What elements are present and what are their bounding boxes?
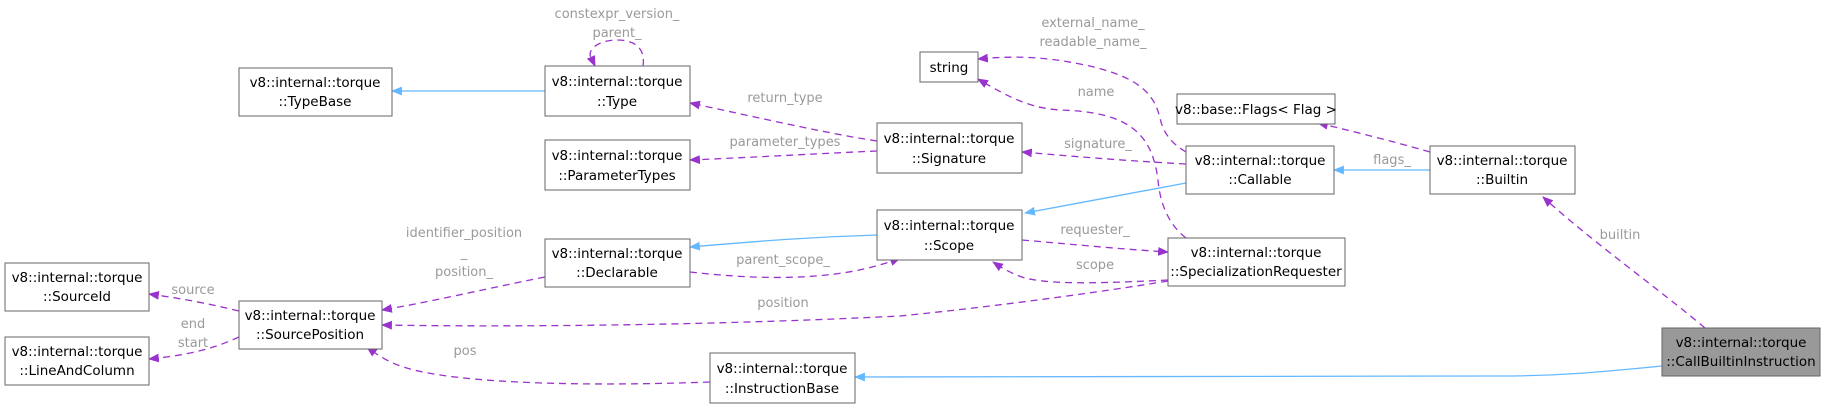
- svg-text:v8::internal::torque: v8::internal::torque: [1191, 245, 1322, 261]
- node-string[interactable]: string: [919, 51, 979, 83]
- svg-text:::ParameterTypes: ::ParameterTypes: [558, 168, 675, 184]
- label-builtin: builtin: [1600, 228, 1641, 243]
- svg-text:v8::internal::torque: v8::internal::torque: [552, 246, 683, 262]
- svg-text:v8::internal::torque: v8::internal::torque: [884, 131, 1015, 147]
- label-position-underscore: position_: [435, 265, 493, 280]
- svg-text:v8::internal::torque: v8::internal::torque: [12, 270, 143, 286]
- label-pos: pos: [454, 344, 477, 359]
- edge-type-self: [586, 39, 645, 68]
- edge-callable-to-string-external: [976, 53, 1187, 153]
- label-start: start: [178, 336, 208, 351]
- svg-text:::SourcePosition: ::SourcePosition: [256, 327, 364, 343]
- node-signature[interactable]: v8::internal::torque ::Signature: [876, 122, 1023, 174]
- label-source: source: [171, 283, 214, 298]
- edge-callable-to-scope: [1023, 182, 1187, 216]
- node-instructionbase[interactable]: v8::internal::torque ::InstructionBase: [709, 352, 856, 404]
- svg-text:v8::internal::torque: v8::internal::torque: [250, 75, 381, 91]
- node-declarable[interactable]: v8::internal::torque ::Declarable: [544, 238, 691, 288]
- edge-callable-to-signature: [1020, 148, 1187, 165]
- label-external-name: external_name_: [1041, 16, 1145, 31]
- label-constexpr-version: constexpr_version_: [555, 7, 680, 22]
- edge-declarable-to-sourcepos: [380, 276, 546, 313]
- nodes: v8::internal::torque ::TypeBase v8::inte…: [4, 51, 1821, 404]
- node-parametertypes[interactable]: v8::internal::torque ::ParameterTypes: [544, 139, 691, 191]
- label-return-type: return_type: [747, 91, 822, 106]
- node-flags[interactable]: v8::base::Flags< Flag >: [1175, 93, 1337, 125]
- node-lineandcolumn[interactable]: v8::internal::torque ::LineAndColumn: [4, 336, 150, 386]
- node-callable[interactable]: v8::internal::torque ::Callable: [1185, 145, 1335, 195]
- node-callbuiltininstruction[interactable]: v8::internal::torque ::CallBuiltinInstru…: [1661, 327, 1821, 377]
- svg-text:::LineAndColumn: ::LineAndColumn: [19, 363, 134, 379]
- svg-text:::SourceId: ::SourceId: [43, 289, 111, 305]
- svg-text:v8::internal::torque: v8::internal::torque: [884, 218, 1015, 234]
- svg-text:v8::internal::torque: v8::internal::torque: [245, 308, 376, 324]
- edge-specreq-to-sourcepos: [380, 280, 1169, 330]
- edge-callbuiltin-to-builtin: [1542, 196, 1706, 329]
- node-scope[interactable]: v8::internal::torque ::Scope: [876, 209, 1023, 261]
- edge-specreq-to-scope: [992, 261, 1169, 284]
- edge-signature-to-parametertypes: [688, 150, 878, 164]
- svg-text:::SpecializationRequester: ::SpecializationRequester: [1170, 264, 1342, 280]
- svg-text:::TypeBase: ::TypeBase: [279, 94, 352, 110]
- edge-builtin-to-flags: [1316, 121, 1431, 153]
- label-position: position: [757, 296, 809, 311]
- svg-text:string: string: [930, 60, 969, 76]
- label-scope: scope: [1076, 258, 1114, 273]
- svg-text:v8::internal::torque: v8::internal::torque: [1195, 153, 1326, 169]
- label-requester: requester_: [1060, 223, 1130, 238]
- node-typebase[interactable]: v8::internal::torque ::TypeBase: [238, 67, 393, 117]
- edge-specreq-to-string: [977, 78, 1187, 239]
- svg-text:v8::internal::torque: v8::internal::torque: [1676, 335, 1807, 351]
- svg-text:::Scope: ::Scope: [924, 238, 974, 254]
- label-underscore: _: [460, 246, 468, 261]
- edge-signature-to-type: [688, 100, 878, 142]
- node-type[interactable]: v8::internal::torque ::Type: [544, 65, 691, 117]
- svg-text:v8::base::Flags< Flag >: v8::base::Flags< Flag >: [1175, 102, 1337, 118]
- label-readable-name: readable_name_: [1040, 35, 1147, 50]
- svg-text:::Declarable: ::Declarable: [576, 265, 658, 281]
- svg-text:v8::internal::torque: v8::internal::torque: [12, 344, 143, 360]
- svg-text:::Callable: ::Callable: [1228, 172, 1291, 188]
- label-flags: flags_: [1373, 153, 1411, 168]
- label-end: end: [181, 317, 206, 332]
- edge-sourcepos-to-lineandcol: [147, 336, 240, 363]
- svg-text:::Type: ::Type: [597, 94, 637, 110]
- label-parameter-types: parameter_types: [730, 135, 841, 150]
- node-specializationrequester[interactable]: v8::internal::torque ::SpecializationReq…: [1167, 237, 1346, 287]
- edge-labels: constexpr_version_ parent_ return_type p…: [171, 7, 1640, 359]
- svg-text:::Signature: ::Signature: [912, 151, 986, 167]
- label-parent-scope: parent_scope_: [736, 253, 830, 268]
- svg-text:v8::internal::torque: v8::internal::torque: [552, 148, 683, 164]
- svg-text:v8::internal::torque: v8::internal::torque: [717, 361, 848, 377]
- label-name: name: [1078, 85, 1115, 100]
- svg-text:::Builtin: ::Builtin: [1476, 172, 1528, 188]
- label-identifier-position: identifier_position: [406, 226, 522, 241]
- node-sourceposition[interactable]: v8::internal::torque ::SourcePosition: [238, 300, 383, 350]
- edges: [147, 39, 1706, 385]
- label-signature: signature_: [1064, 137, 1132, 152]
- svg-text:v8::internal::torque: v8::internal::torque: [1437, 153, 1568, 169]
- node-builtin[interactable]: v8::internal::torque ::Builtin: [1429, 145, 1576, 195]
- svg-text:v8::internal::torque: v8::internal::torque: [552, 74, 683, 90]
- svg-text:::CallBuiltinInstruction: ::CallBuiltinInstruction: [1666, 354, 1815, 370]
- edge-instrbase-to-sourcepos: [366, 346, 711, 385]
- edge-scope-to-specreq: [1021, 239, 1170, 256]
- svg-text:::InstructionBase: ::InstructionBase: [725, 381, 839, 397]
- edge-declarable-to-scope: [689, 257, 902, 279]
- node-sourceid[interactable]: v8::internal::torque ::SourceId: [4, 262, 150, 312]
- label-parent: parent_: [592, 26, 642, 41]
- edge-scope-to-declarable: [688, 234, 878, 251]
- edge-callbuiltin-to-instrbase: [853, 365, 1663, 382]
